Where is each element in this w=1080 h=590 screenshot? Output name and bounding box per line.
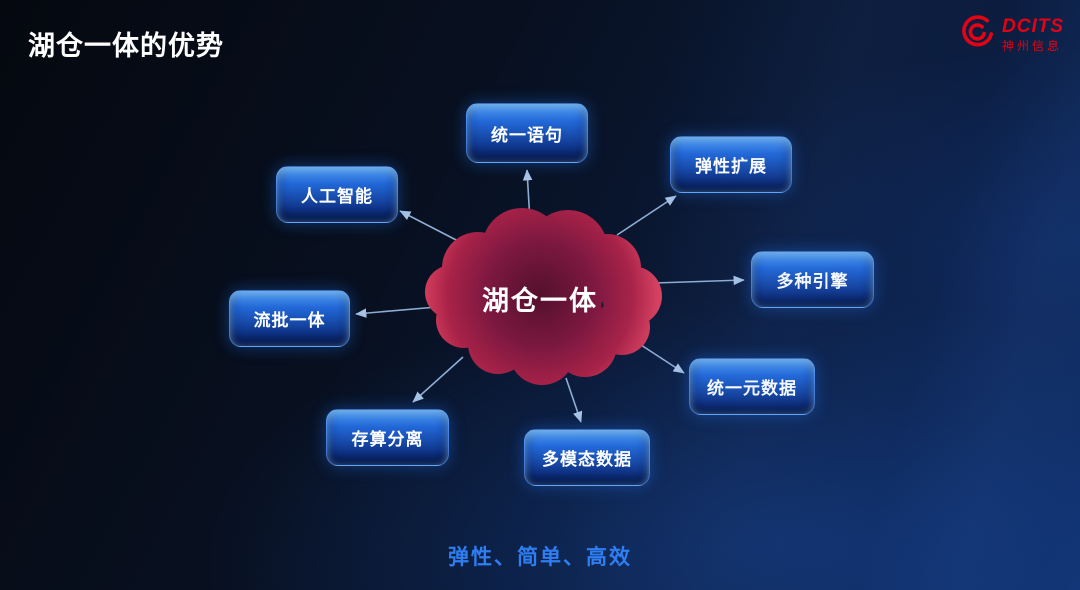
logo-name: DCITS: [1002, 16, 1064, 38]
node-label: 统一语句: [491, 125, 563, 145]
arrow-to-unified-statement: [522, 169, 533, 223]
node-label: 存算分离: [351, 430, 424, 449]
node-unified-statement: 统一语句: [466, 103, 588, 163]
node-storage-compute-separation: 存算分离: [326, 409, 449, 466]
company-logo: DCITS 神州信息: [958, 14, 1064, 57]
node-artificial-intelligence: 人工智能: [276, 166, 398, 223]
node-label: 多模态数据: [542, 450, 632, 469]
cloud-center-label: 湖仓一体: [482, 286, 598, 316]
node-multi-engine: 多种引擎: [751, 251, 874, 308]
arrow-to-elastic-scaling: [616, 195, 677, 236]
node-label: 流批一体: [253, 311, 326, 330]
node-label: 统一元数据: [707, 379, 797, 398]
arrow-to-storage-compute-separation: [412, 356, 464, 403]
arrow-to-multimodal-data: [565, 377, 583, 423]
dcits-swirl-icon: [958, 14, 996, 57]
arrow-to-artificial-intelligence: [399, 210, 463, 244]
logo-subtitle: 神州信息: [1002, 39, 1063, 54]
node-label: 弹性扩展: [695, 157, 767, 176]
arrow-to-stream-batch-unified: [355, 306, 438, 318]
node-unified-metadata: 统一元数据: [689, 358, 815, 415]
node-label: 多种引擎: [776, 272, 849, 291]
node-stream-batch-unified: 流批一体: [229, 290, 350, 347]
node-label: 人工智能: [301, 187, 373, 206]
node-multimodal-data: 多模态数据: [524, 429, 650, 486]
slide-footer-text: 弹性、简单、高效: [448, 546, 632, 569]
arrow-to-multi-engine: [654, 275, 745, 286]
node-elastic-scaling: 弹性扩展: [670, 136, 792, 193]
cloud-shape: [425, 208, 662, 385]
page-title: 湖仓一体的优势: [28, 31, 224, 61]
arrow-to-unified-metadata: [637, 342, 685, 374]
